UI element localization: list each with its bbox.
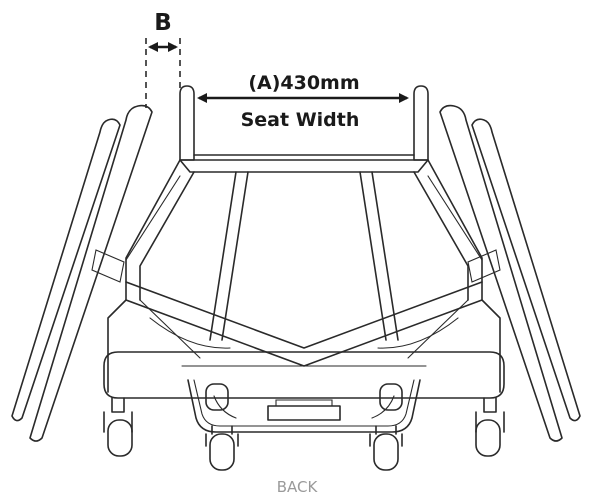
left-brake-cable bbox=[213, 395, 237, 419]
side-frame bbox=[107, 159, 501, 393]
rear-axle-tube bbox=[103, 351, 505, 399]
left-hub bbox=[91, 249, 125, 283]
backrest bbox=[179, 85, 429, 173]
right-brake-housing bbox=[379, 383, 403, 411]
right-inner-upright-b bbox=[371, 171, 399, 341]
right-handrim bbox=[439, 104, 563, 442]
dimension-b: B bbox=[145, 10, 181, 108]
left-handrim bbox=[29, 104, 153, 442]
seat-cradle bbox=[187, 379, 421, 433]
right-diagonal-brace bbox=[427, 175, 483, 261]
dimension-a-label: (A)430mm bbox=[248, 72, 359, 94]
right-wheel bbox=[439, 104, 581, 442]
center-bracket-top bbox=[275, 399, 333, 407]
right-brake-cable bbox=[371, 395, 395, 419]
left-wheel bbox=[11, 104, 153, 442]
seat-frame-top bbox=[179, 159, 429, 173]
axle-bar bbox=[103, 351, 505, 399]
right-lower-brace bbox=[407, 299, 469, 359]
right-tyre bbox=[471, 118, 581, 422]
cross-brace bbox=[125, 281, 483, 367]
right-hub bbox=[467, 249, 501, 283]
left-diagonal-brace bbox=[125, 175, 181, 261]
left-brake-housing bbox=[205, 383, 229, 411]
left-tyre bbox=[11, 118, 121, 422]
right-inner-upright-a bbox=[359, 171, 387, 341]
left-inner-upright-b bbox=[221, 171, 249, 341]
inner-uprights bbox=[209, 171, 399, 341]
left-inner-upright-a bbox=[209, 171, 237, 341]
center-bracket bbox=[267, 405, 341, 421]
cross-brace-top bbox=[125, 281, 483, 349]
left-side-frame-outer bbox=[107, 159, 181, 393]
left-outer-caster bbox=[103, 397, 133, 457]
seat-width-label: Seat Width bbox=[241, 109, 360, 131]
right-side-frame-inner bbox=[413, 171, 469, 301]
left-lower-brace bbox=[139, 299, 201, 359]
dimension-a: (A)430mm Seat Width bbox=[197, 72, 409, 131]
seat-cradle-outer bbox=[187, 379, 421, 433]
dimension-b-label: B bbox=[154, 10, 172, 36]
view-label: BACK bbox=[277, 478, 319, 496]
left-curve-brace bbox=[149, 317, 231, 349]
left-side-frame-inner bbox=[139, 171, 195, 301]
right-backrest-post bbox=[413, 85, 429, 161]
cross-brace-bottom bbox=[125, 299, 483, 367]
left-inner-caster bbox=[205, 425, 239, 471]
right-curve-brace bbox=[377, 317, 459, 349]
casters bbox=[103, 397, 505, 471]
left-backrest-post bbox=[179, 85, 195, 161]
seat-cradle-inner bbox=[193, 379, 415, 427]
right-inner-caster bbox=[369, 425, 403, 471]
right-outer-caster bbox=[475, 397, 505, 457]
